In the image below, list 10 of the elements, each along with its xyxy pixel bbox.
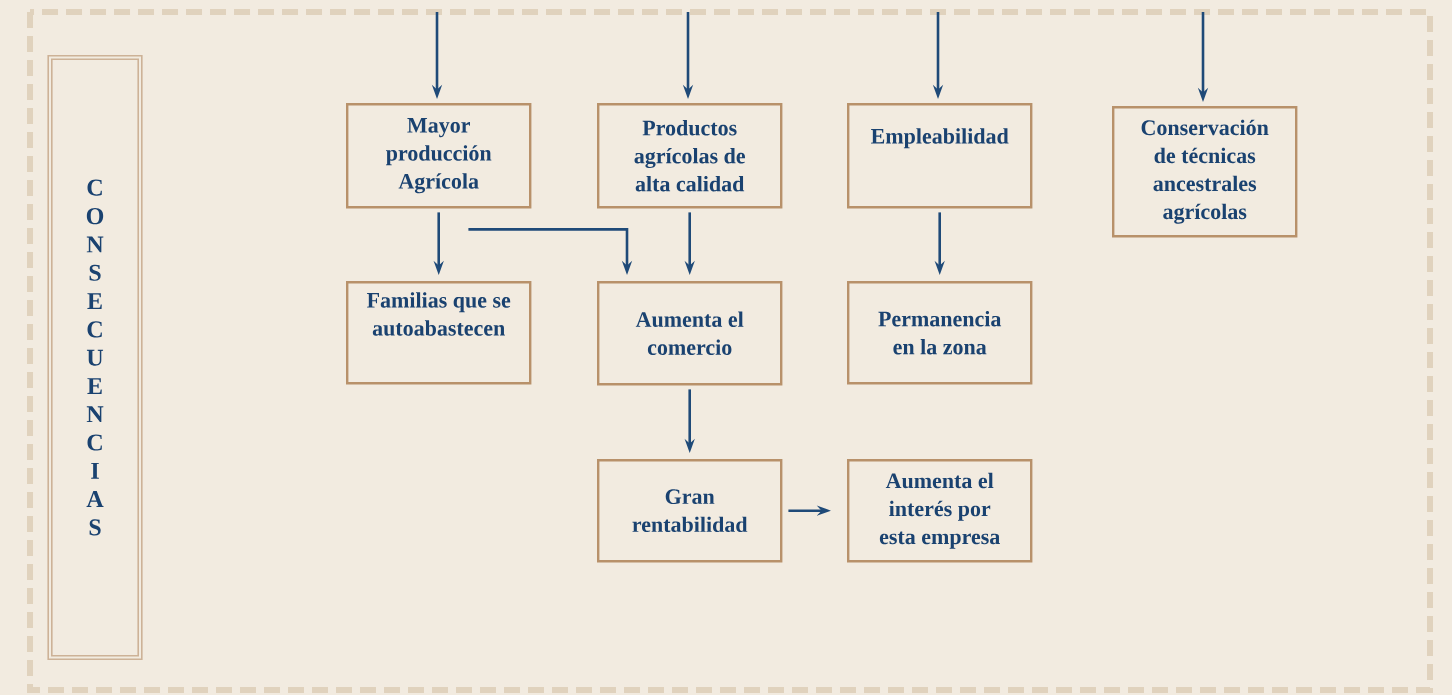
consequence-box: Productos agrícolas de alta calidad: [597, 103, 783, 209]
consequence-box: Conservación de técnicas ancestrales agrícolas: [1112, 106, 1298, 238]
consequence-box: Aumenta el interés por esta empresa: [847, 459, 1033, 563]
side-label-box: CONSECUENCIAS: [47, 54, 143, 661]
consequence-box: Aumenta el comercio: [597, 281, 783, 386]
consequence-box: Empleabilidad: [847, 103, 1033, 209]
consequence-box: Gran rentabilidad: [597, 459, 783, 563]
consequence-box: Mayor producción Agrícola: [346, 103, 532, 209]
consequence-box: Permanencia en la zona: [847, 281, 1033, 385]
consequence-box: Familias que se autoabastecen: [346, 281, 532, 385]
